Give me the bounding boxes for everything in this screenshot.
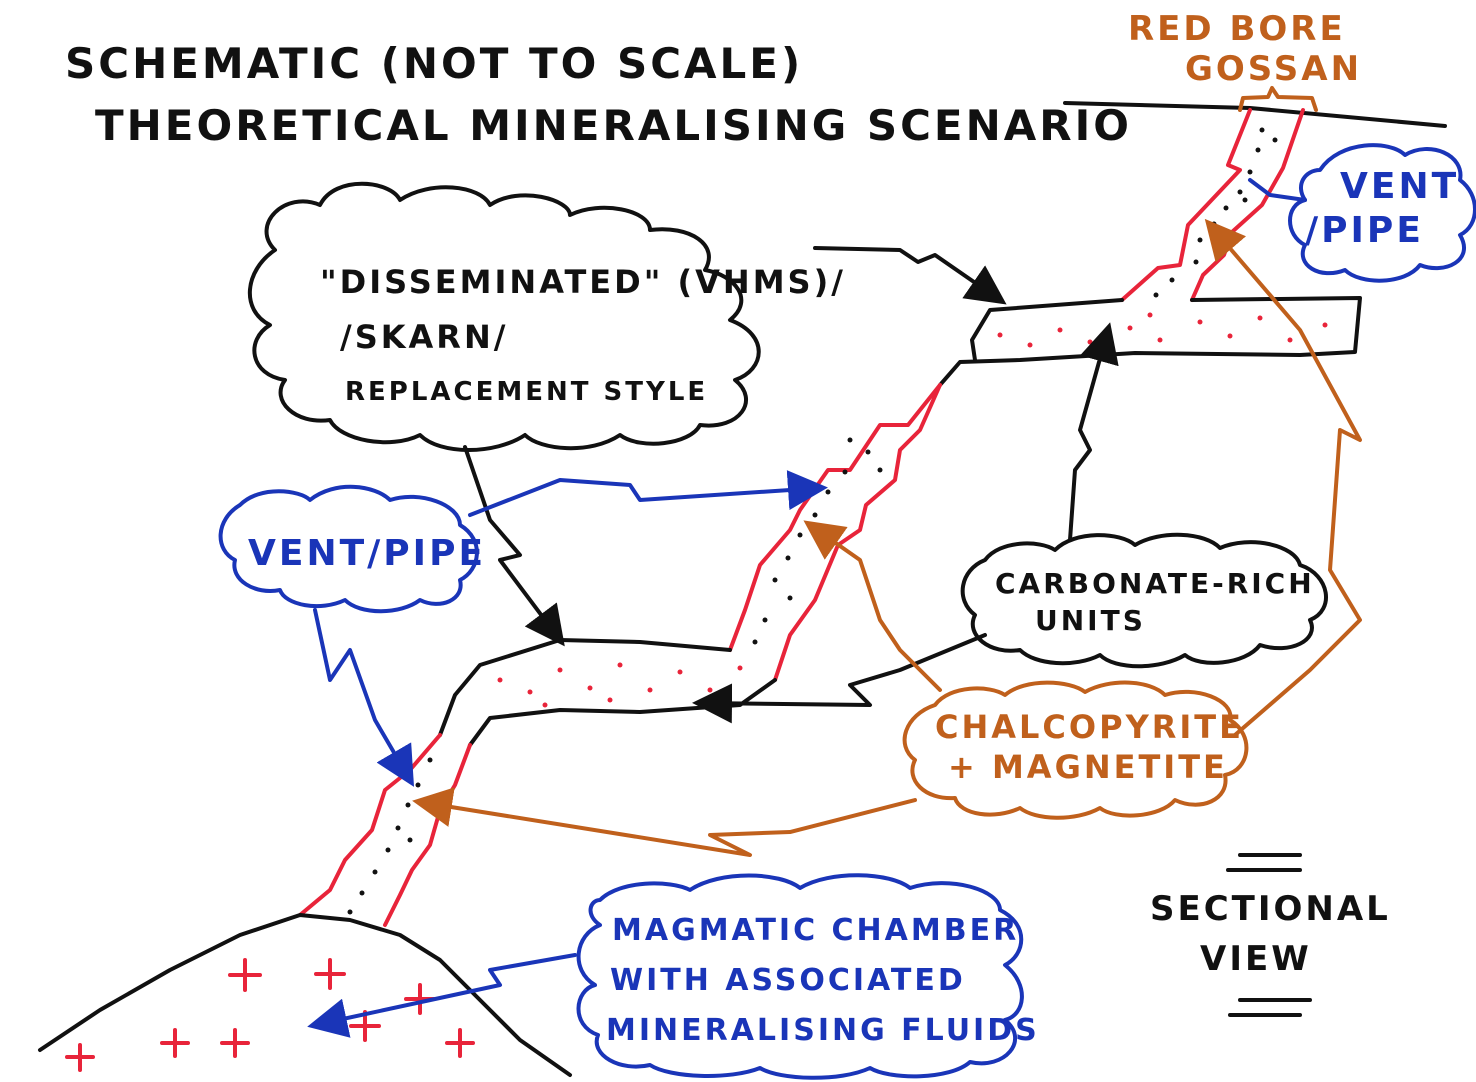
arrow-vent-left-to-lower-pipe — [313, 608, 415, 787]
cloud-disseminated-line-3: REPLACEMENT STYLE — [345, 377, 708, 407]
cloud-vent-top-line-2: /PIPE — [1305, 210, 1424, 251]
cloud-carbonate-line-1: CARBONATE-RICH — [995, 567, 1315, 600]
lower-unit-red-dots — [497, 662, 743, 708]
sectional-line-1: SECTIONAL — [1150, 889, 1391, 929]
cloud-magmatic-line-2: WITH ASSOCIATED — [610, 963, 966, 998]
lower-pipe — [298, 733, 472, 927]
sectional-view-label: SECTIONAL VIEW — [1150, 853, 1391, 1017]
magma-plus-signs — [65, 958, 475, 1072]
cloud-disseminated-line-2: /SKARN/ — [340, 318, 508, 356]
cloud-carbonate-line-2: UNITS — [1035, 604, 1146, 637]
gossan-line-2: GOSSAN — [1185, 49, 1362, 89]
vent-pipe-top-dots — [1153, 127, 1278, 298]
cloud-magmatic-line-3: MINERALISING FLUIDS — [606, 1013, 1040, 1048]
sectional-line-2: VIEW — [1200, 939, 1312, 979]
arrow-chalco-to-top-pipe — [1204, 218, 1362, 737]
gossan-bracket — [1238, 86, 1318, 112]
arrow-chalco-to-lower-pipe — [412, 787, 917, 857]
cloud-vent-left: VENT/PIPE — [218, 484, 486, 614]
arrow-carbonate-to-lower — [692, 633, 987, 724]
arrow-vent-top-to-top-pipe — [1248, 178, 1307, 202]
middle-pipe — [728, 383, 942, 682]
cloud-carbonate: CARBONATE-RICH UNITS — [960, 532, 1328, 669]
gossan-label: RED BORE GOSSAN — [1128, 9, 1362, 112]
cloud-vent-left-label: VENT/PIPE — [248, 533, 486, 574]
upper-carbonate-unit — [938, 296, 1362, 387]
arrow-chalco-to-middle-pipe — [803, 520, 942, 692]
cloud-chalco-line-1: CHALCOPYRITE — [935, 708, 1244, 746]
cloud-vent-top: VENT /PIPE — [1288, 143, 1476, 283]
magma-chamber — [38, 913, 572, 1077]
cloud-disseminated: "DISSEMINATED" (VHMS)/ /SKARN/ REPLACEME… — [247, 181, 846, 452]
arrow-carbonate-to-upper — [1068, 322, 1119, 542]
cloud-disseminated-line-1: "DISSEMINATED" (VHMS)/ — [320, 263, 846, 301]
title: SCHEMATIC (NOT TO SCALE) THEORETICAL MIN… — [65, 39, 1132, 150]
vent-pipe-top — [1120, 108, 1305, 302]
cloud-magmatic-line-1: MAGMATIC CHAMBER — [612, 913, 1019, 948]
arrow-disseminated-to-upper — [813, 246, 1007, 305]
upper-unit-red-dots — [997, 312, 1328, 348]
gossan-line-1: RED BORE — [1128, 9, 1346, 49]
cloud-vent-top-line-1: VENT — [1340, 166, 1459, 207]
arrow-vent-left-to-middle-pipe — [468, 470, 828, 517]
arrows — [307, 178, 1362, 1038]
arrow-disseminated-to-lower — [463, 445, 565, 647]
cloud-chalco: CHALCOPYRITE + MAGNETITE — [902, 680, 1249, 820]
lower-carbonate-unit — [438, 638, 777, 747]
cloud-chalco-line-2: + MAGNETITE — [948, 748, 1228, 786]
arrow-magmatic-to-chamber — [307, 953, 577, 1038]
title-line-2: THEORETICAL MINERALISING SCENARIO — [95, 101, 1132, 150]
title-line-1: SCHEMATIC (NOT TO SCALE) — [65, 39, 803, 88]
cloud-magmatic: MAGMATIC CHAMBER WITH ASSOCIATED MINERAL… — [576, 873, 1040, 1080]
middle-pipe-dots — [752, 437, 883, 645]
lower-pipe-dots — [347, 757, 433, 915]
